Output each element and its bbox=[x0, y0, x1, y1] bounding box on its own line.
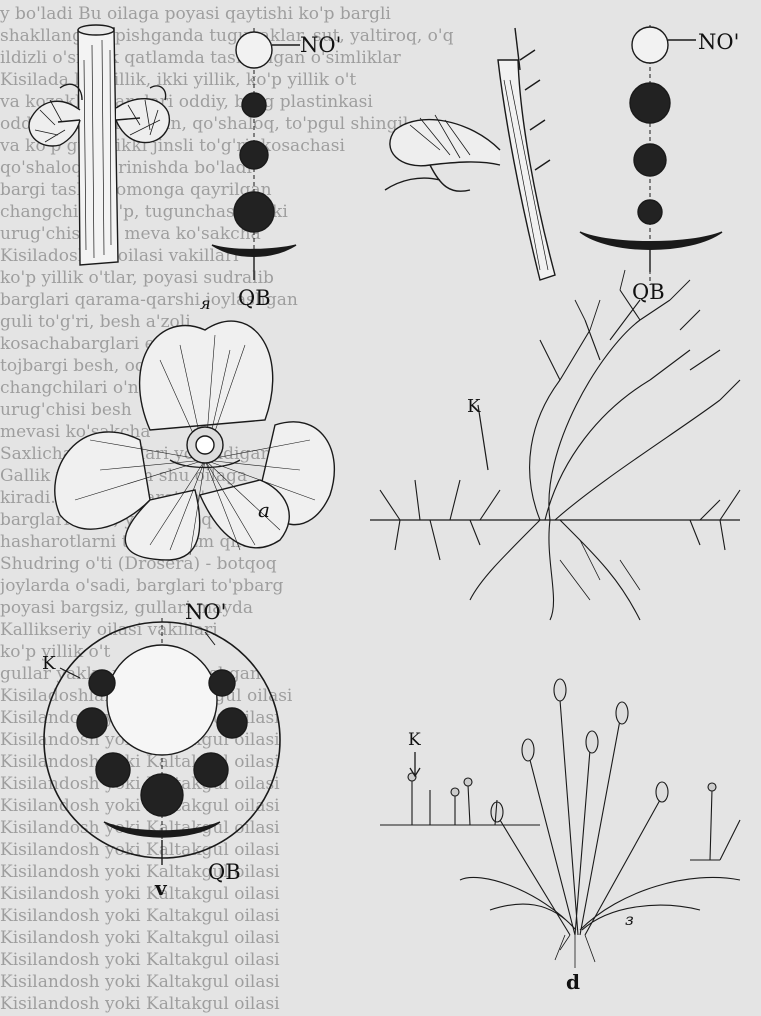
label-no-bottom: NO' bbox=[185, 600, 226, 624]
label-k-right: K bbox=[467, 396, 480, 417]
floral-diagram-top-right bbox=[580, 25, 722, 285]
label-qb-top-right: QB bbox=[632, 280, 665, 304]
stem-with-buds-drawing bbox=[29, 25, 169, 265]
label-fig-d: d bbox=[566, 970, 580, 994]
label-qb-bottom: QB bbox=[208, 860, 241, 884]
label-k-bottom: K bbox=[408, 730, 421, 750]
branch-with-flower-drawing bbox=[385, 28, 555, 280]
label-qb-top-left: QB bbox=[238, 286, 271, 310]
label-fig-ya: я bbox=[200, 294, 211, 313]
label-no-top-right: NO' bbox=[698, 30, 739, 54]
label-fig-v: v bbox=[155, 876, 167, 900]
label-fig-a: a bbox=[258, 498, 270, 522]
label-k-left: K bbox=[42, 653, 55, 674]
label-fig-z: з bbox=[625, 910, 634, 929]
background-text-line: Kisilandosh yoki Kaltakgul oilasi bbox=[0, 994, 761, 1016]
floral-diagram-bottom bbox=[44, 618, 280, 865]
label-no-top-left: NO' bbox=[300, 33, 341, 57]
open-flower-drawing bbox=[55, 321, 335, 560]
sundew-plant-drawing bbox=[380, 679, 740, 968]
floral-diagram-top-left bbox=[212, 28, 300, 280]
branching-plant-drawing bbox=[370, 270, 740, 620]
